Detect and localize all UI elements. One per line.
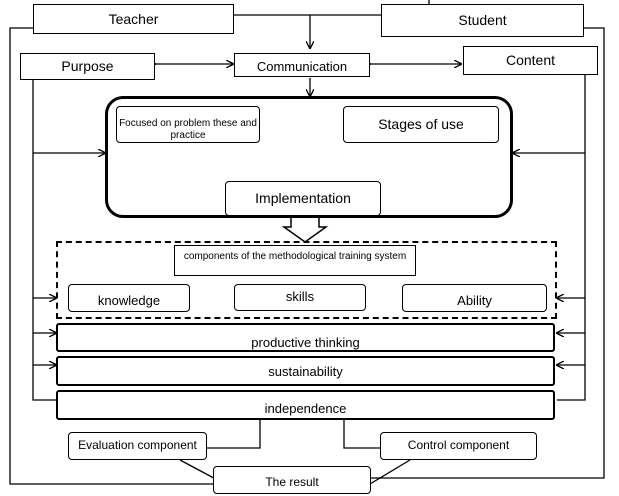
control-box: Control component (380, 432, 537, 460)
productive-thinking-bar: productive thinking (56, 323, 555, 352)
components-title-box: components of the methodological trainin… (174, 245, 416, 276)
focused-box: Focused on problem these and practice (116, 106, 260, 143)
content-box: Content (463, 46, 598, 75)
skills-box: skills (234, 284, 366, 311)
independence-bar: independence (56, 390, 555, 420)
student-box: Student (381, 4, 584, 37)
independence-control-connector (343, 420, 380, 449)
teacher-left-rail (9, 27, 213, 485)
ability-box: Ability (402, 284, 547, 312)
teacher-box: Teacher (33, 4, 234, 34)
content-rail (557, 75, 586, 401)
independence-evaluation-connector (207, 420, 261, 449)
sustainability-bar: sustainability (56, 356, 555, 386)
implementation-box: Implementation (225, 181, 381, 216)
stages-box: Stages of use (343, 106, 499, 143)
knowledge-box: knowledge (68, 284, 190, 312)
components-frame (56, 241, 557, 319)
evaluation-box: Evaluation component (68, 432, 207, 460)
purpose-box: Purpose (20, 53, 155, 80)
student-right-rail (371, 27, 605, 479)
purpose-rail (32, 78, 56, 401)
result-box: The result (213, 466, 371, 494)
hollow-down-arrow (281, 215, 329, 243)
control-result-connector (369, 459, 411, 485)
communication-box: Communication (234, 53, 370, 77)
